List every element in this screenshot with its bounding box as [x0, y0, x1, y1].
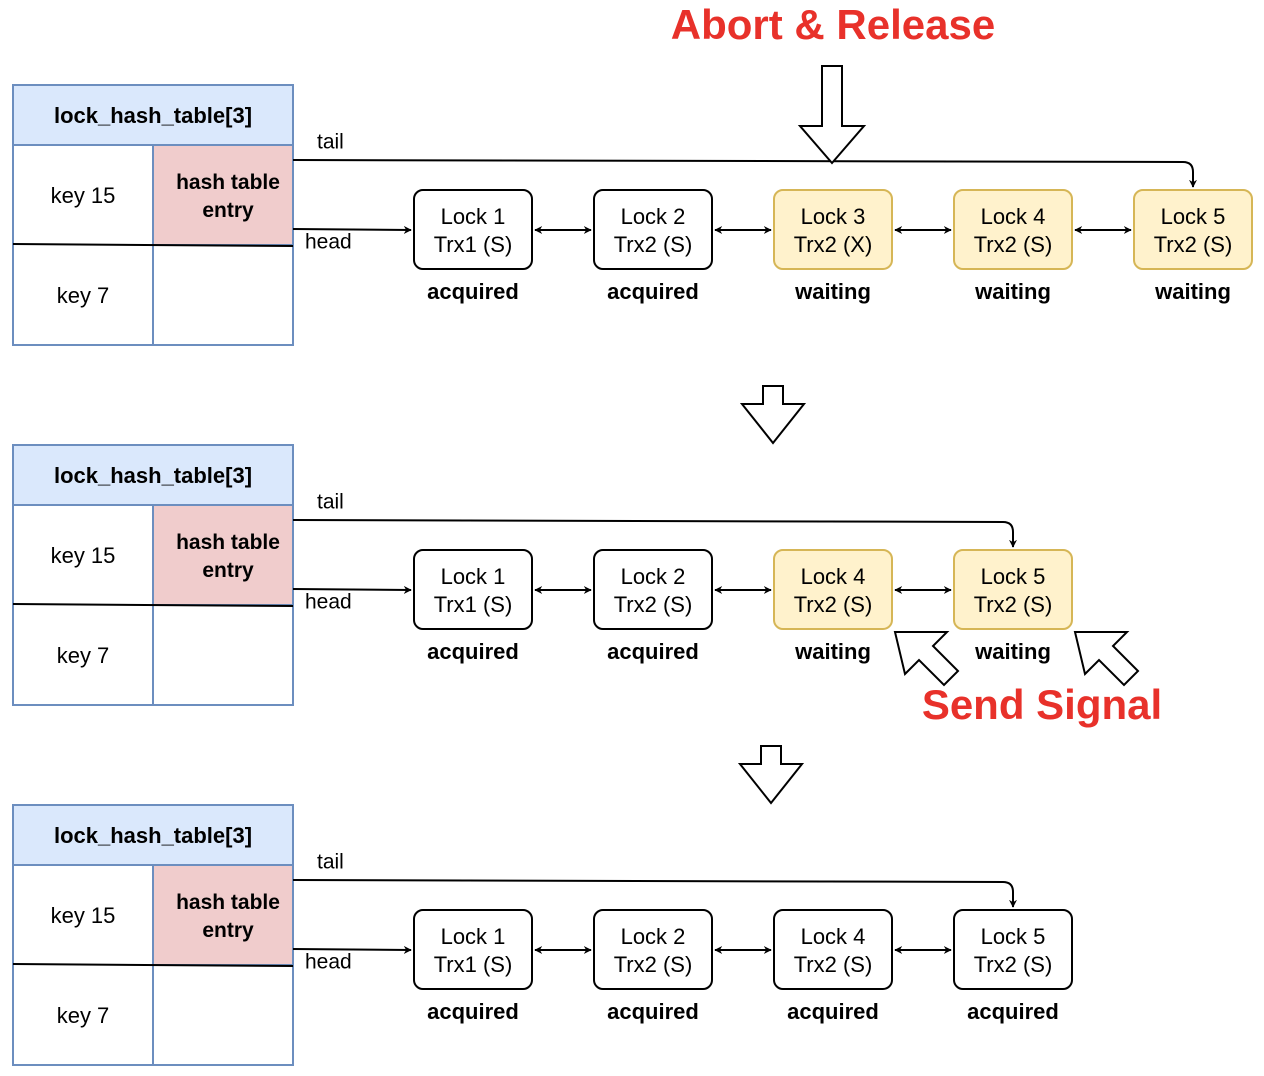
lock-name: Lock 1: [440, 204, 506, 229]
lock-trx: Trx2 (S): [793, 592, 873, 617]
lock-name: Lock 2: [620, 564, 686, 589]
lock-name: Lock 2: [620, 204, 686, 229]
key-7-label: key 7: [56, 283, 110, 308]
hash-table-entry-label: hash table entry: [176, 171, 280, 222]
key-7-label: key 7: [56, 1003, 110, 1028]
lock-trx: Trx2 (S): [613, 592, 693, 617]
lock-box: [593, 909, 713, 990]
head-label: head: [305, 950, 352, 974]
head-pointer: [292, 945, 412, 954]
tail-pointer: [292, 879, 1017, 908]
lock-name: Lock 5: [1160, 204, 1226, 229]
lock-status: acquired: [607, 279, 699, 304]
head-pointer: [292, 585, 412, 594]
transition-arrow-1: [739, 385, 807, 445]
lock-box: [953, 549, 1073, 630]
lock-status: waiting: [795, 279, 871, 304]
lock-status: waiting: [975, 279, 1051, 304]
lock-trx: Trx1 (S): [433, 592, 513, 617]
lock-status: acquired: [787, 999, 879, 1024]
lock-box: [773, 189, 893, 270]
key-15-label: key 15: [50, 543, 116, 568]
lock-box: [413, 909, 533, 990]
hash-table-entry-cell: [152, 504, 294, 606]
lock-name: Lock 5: [980, 924, 1046, 949]
hash-table-empty-cell: [152, 244, 294, 346]
key-15-label: key 15: [50, 183, 116, 208]
lock-box: [773, 909, 893, 990]
hash-table-title: lock_hash_table[3]: [53, 463, 253, 488]
lock-status: acquired: [607, 999, 699, 1024]
tail-label: tail: [317, 490, 344, 514]
abort-release-arrow: [797, 65, 867, 165]
lock-name: Lock 4: [800, 564, 866, 589]
hash-table-row-divider: [12, 603, 294, 607]
lock-trx: Trx2 (S): [613, 952, 693, 977]
lock-trx: Trx2 (S): [613, 232, 693, 257]
transition-arrow-2: [737, 745, 805, 805]
lock-trx: Trx2 (S): [793, 952, 873, 977]
lock-status: acquired: [427, 639, 519, 664]
lock-name: Lock 4: [800, 924, 866, 949]
lock-trx: Trx2 (S): [973, 232, 1053, 257]
lock-status: acquired: [427, 999, 519, 1024]
head-label: head: [305, 590, 352, 614]
tail-label: tail: [317, 130, 344, 154]
hash-table-header: [12, 804, 294, 866]
lock-trx: Trx2 (X): [793, 232, 873, 257]
hash-table-row-divider: [12, 963, 294, 967]
lock-box: [953, 189, 1073, 270]
lock-status: acquired: [427, 279, 519, 304]
lock-name: Lock 1: [440, 924, 506, 949]
hash-table-entry-label: hash table entry: [176, 531, 280, 582]
head-label: head: [305, 230, 352, 254]
hash-table-header: [12, 444, 294, 506]
hash-table-entry-cell: [152, 144, 294, 246]
lock-box: [593, 189, 713, 270]
lock-box: [773, 549, 893, 630]
key-15-label: key 15: [50, 903, 116, 928]
send-signal-arrow-lock5: [1073, 631, 1140, 687]
lock-name: Lock 3: [800, 204, 866, 229]
lock-name: Lock 5: [980, 564, 1046, 589]
hash-table-entry-label: hash table entry: [176, 891, 280, 942]
tail-pointer: [292, 519, 1017, 548]
hash-table-empty-cell: [152, 964, 294, 1066]
lock-box: [1133, 189, 1253, 270]
abort-release-label: Abort & Release: [670, 1, 996, 48]
lock-status: waiting: [1155, 279, 1231, 304]
hash-table-title: lock_hash_table[3]: [53, 823, 253, 848]
lock-name: Lock 2: [620, 924, 686, 949]
lock-status: acquired: [967, 999, 1059, 1024]
hash-table-title: lock_hash_table[3]: [53, 103, 253, 128]
head-pointer: [292, 225, 412, 234]
hash-table-row-divider: [12, 243, 294, 247]
lock-trx: Trx1 (S): [433, 232, 513, 257]
send-signal-label: Send Signal: [921, 681, 1163, 728]
lock-trx: Trx2 (S): [973, 592, 1053, 617]
tail-label: tail: [317, 850, 344, 874]
lock-box: [593, 549, 713, 630]
lock-trx: Trx1 (S): [433, 952, 513, 977]
lock-name: Lock 1: [440, 564, 506, 589]
key-7-label: key 7: [56, 643, 110, 668]
lock-trx: Trx2 (S): [1153, 232, 1233, 257]
lock-box: [953, 909, 1073, 990]
lock-box: [413, 189, 533, 270]
hash-table-header: [12, 84, 294, 146]
lock-trx: Trx2 (S): [973, 952, 1053, 977]
lock-status: waiting: [795, 639, 871, 664]
tail-pointer: [292, 159, 1197, 188]
lock-status: waiting: [975, 639, 1051, 664]
lock-status: acquired: [607, 639, 699, 664]
send-signal-arrow-lock4: [893, 631, 960, 687]
lock-name: Lock 4: [980, 204, 1046, 229]
lock-box: [413, 549, 533, 630]
